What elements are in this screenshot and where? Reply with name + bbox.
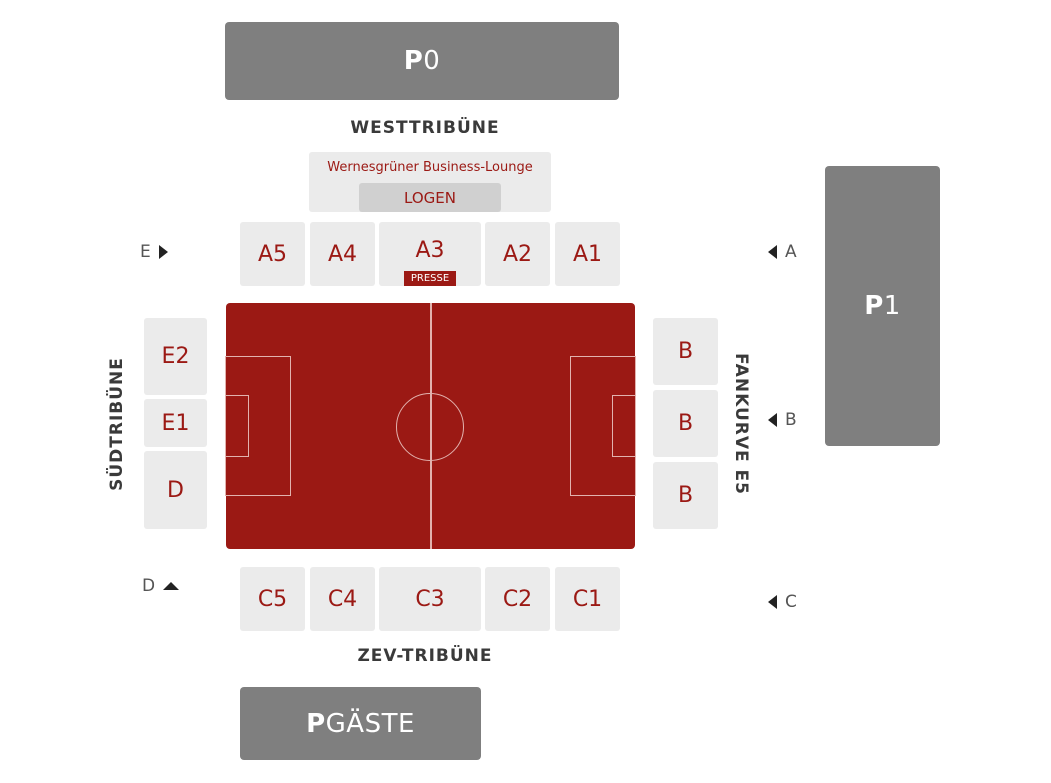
block-e2[interactable]: E2 xyxy=(144,318,207,395)
business-lounge-title: Wernesgrüner Business-Lounge xyxy=(327,160,533,175)
entry-d-label: D xyxy=(142,576,156,596)
entry-a: A xyxy=(768,242,797,262)
block-c1-label: C1 xyxy=(572,586,603,612)
presse-label: PRESSE xyxy=(410,273,450,284)
block-e1-label: E1 xyxy=(161,410,190,436)
block-a4-label: A4 xyxy=(327,241,358,267)
stand-title-south: SÜDTRIBÜNE xyxy=(107,357,127,491)
block-c2[interactable]: C2 xyxy=(485,567,550,631)
stand-title-south-wrap: SÜDTRIBÜNE xyxy=(103,318,131,530)
stand-title-zev: ZEV-TRIBÜNE xyxy=(357,646,493,666)
entry-a-label: A xyxy=(785,242,797,262)
block-b-2-label: B xyxy=(677,411,694,436)
pitch-center-circle xyxy=(396,393,464,461)
block-a5[interactable]: A5 xyxy=(240,222,305,286)
block-a2-label: A2 xyxy=(502,241,533,267)
entry-b: B xyxy=(768,410,797,430)
arrow-up-icon xyxy=(163,582,180,590)
arrow-left-icon xyxy=(768,595,777,609)
pitch-goal-area-right xyxy=(612,395,636,457)
block-a4[interactable]: A4 xyxy=(310,222,375,286)
entry-e-label: E xyxy=(140,242,151,262)
arrow-left-icon xyxy=(768,413,777,427)
block-c5-label: C5 xyxy=(257,586,288,612)
parking-p0-label: 0 xyxy=(423,46,441,76)
parking-p1-label: 1 xyxy=(883,291,901,321)
block-b-2[interactable]: B xyxy=(653,390,718,457)
block-c5[interactable]: C5 xyxy=(240,567,305,631)
block-c4-label: C4 xyxy=(327,586,358,612)
logen-button[interactable]: LOGEN xyxy=(359,183,501,212)
block-c3-label: C3 xyxy=(415,586,445,612)
block-a2[interactable]: A2 xyxy=(485,222,550,286)
parking-pgaste-label: GÄSTE xyxy=(325,708,415,739)
arrow-right-icon xyxy=(158,245,168,259)
block-d[interactable]: D xyxy=(144,451,207,529)
block-e1[interactable]: E1 xyxy=(144,399,207,447)
block-b-1[interactable]: B xyxy=(653,318,718,385)
block-d-label: D xyxy=(167,477,184,503)
block-b-3-label: B xyxy=(677,483,694,508)
presse-badge: PRESSE xyxy=(404,271,456,286)
pitch-goal-area-left xyxy=(225,395,249,457)
entry-b-label: B xyxy=(785,410,797,430)
stand-title-fan-wrap: FANKURVE E5 xyxy=(727,318,755,530)
business-lounge[interactable]: Wernesgrüner Business-Lounge LOGEN xyxy=(309,152,551,212)
stand-title-fan: FANKURVE E5 xyxy=(731,353,752,495)
stand-title-west: WESTTRIBÜNE xyxy=(350,118,500,138)
block-e2-label: E2 xyxy=(161,344,190,369)
block-c4[interactable]: C4 xyxy=(310,567,375,631)
block-b-1-label: B xyxy=(677,339,694,364)
block-a3-label: A3 xyxy=(415,237,445,263)
entry-d: D xyxy=(142,576,180,596)
parking-pgaste-prefix: P xyxy=(306,708,326,739)
logen-label: LOGEN xyxy=(404,188,456,207)
block-b-3[interactable]: B xyxy=(653,462,718,529)
entry-c-label: C xyxy=(785,592,797,612)
entry-e: E xyxy=(140,242,168,262)
football-pitch xyxy=(225,303,636,549)
parking-p1-prefix: P xyxy=(864,291,884,321)
block-c3[interactable]: C3 xyxy=(379,567,481,631)
block-c1[interactable]: C1 xyxy=(555,567,620,631)
parking-p0-prefix: P xyxy=(403,46,424,76)
block-a1-label: A1 xyxy=(572,241,603,267)
entry-c: C xyxy=(768,592,797,612)
arrow-left-icon xyxy=(768,245,777,259)
block-c2-label: C2 xyxy=(502,586,533,612)
block-a5-label: A5 xyxy=(257,241,288,267)
block-a1[interactable]: A1 xyxy=(555,222,620,286)
